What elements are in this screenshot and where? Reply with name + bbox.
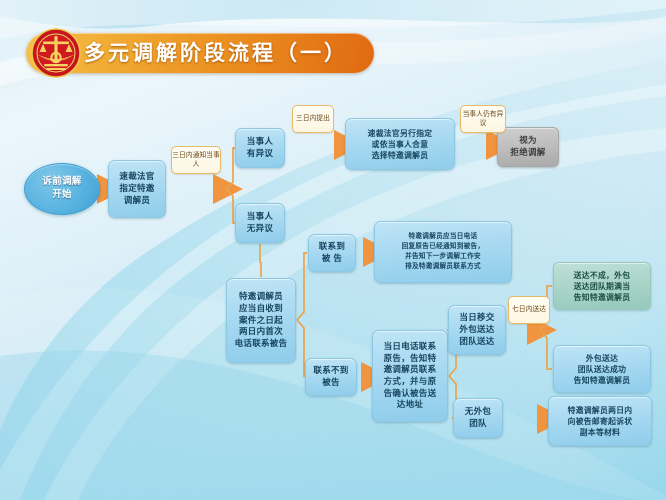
edge-label-text: 三日内提出 xyxy=(296,115,330,123)
flow-node-reply-plaintiff: 特邀调解员应当日电话回复原告已经通知到被告，并告知下一步调解工作安排及特邀调解员… xyxy=(374,221,512,283)
flow-node-label: 特邀调解员两日内向被告邮寄起诉状副本等材料 xyxy=(567,405,633,437)
flow-node-assign: 速裁法官指定特邀调解员 xyxy=(108,160,166,218)
flow-node-label: 联系到被 告 xyxy=(318,241,346,263)
edge-label-still-object: 当事人仍有异议 xyxy=(460,105,506,133)
flow-node-mediator-call: 特邀调解员应当自收到案件之日起两日内首次电话联系被告 xyxy=(226,278,296,363)
flow-node-refuse: 视为拒绝调解 xyxy=(497,127,559,167)
flow-node-serve-fail: 送达不成，外包送达团队期满当告知特邀调解员 xyxy=(553,262,651,310)
flow-node-not-reached: 联系不到被告 xyxy=(305,358,357,396)
flow-node-outsource: 当日移交外包送达团队送达 xyxy=(448,305,506,355)
edge-label-notify-3days: 三日内通知当事人 xyxy=(171,146,221,174)
flow-node-label: 特邀调解员应当日电话回复原告已经通知到被告，并告知下一步调解工作安排及特邀调解员… xyxy=(401,233,485,270)
flow-node-label: 无外包团队 xyxy=(464,406,492,428)
flow-node-mail-copy: 特邀调解员两日内向被告邮寄起诉状副本等材料 xyxy=(548,396,652,446)
flow-node-label: 特邀调解员应当自收到案件之日起两日内首次电话联系被告 xyxy=(234,291,288,349)
flow-node-no-outsource: 无外包团队 xyxy=(453,398,503,438)
flow-node-label: 诉前调解开始 xyxy=(42,176,82,200)
flow-node-label: 当事人有异议 xyxy=(246,136,274,158)
flow-node-label: 视为拒绝调解 xyxy=(510,135,546,157)
edge-label-text: 七日内送达 xyxy=(512,306,546,314)
title-banner: 多元调解阶段流程（一） xyxy=(26,33,374,73)
page-title: 多元调解阶段流程（一） xyxy=(84,40,348,65)
flow-node-label: 联系不到被告 xyxy=(313,365,349,387)
edge-label-serve-7days: 七日内送达 xyxy=(508,296,550,324)
court-emblem-icon xyxy=(31,28,81,78)
flow-node-call-plaintiff: 当日电话联系原告，告知特邀调解员联系方式，并与原告确认被告送达地址 xyxy=(372,330,448,422)
flow-node-reassign: 速裁法官另行指定或依当事人合意选择特邀调解员 xyxy=(345,118,455,170)
flow-node-start: 诉前调解开始 xyxy=(24,163,100,215)
flow-node-label: 速裁法官另行指定或依当事人合意选择特邀调解员 xyxy=(367,128,433,160)
flow-node-label: 当日电话联系原告，告知特邀调解员联系方式，并与原告确认被告送达地址 xyxy=(383,340,437,410)
flow-node-reached: 联系到被 告 xyxy=(308,234,356,272)
edge-label-raise-3days: 三日内提出 xyxy=(292,105,334,133)
flow-node-no-objection: 当事人无异议 xyxy=(235,203,285,243)
edge-label-text: 当事人仍有异议 xyxy=(462,110,504,127)
flow-node-serve-success: 外包送达团队送达成功告知特邀调解员 xyxy=(553,345,651,393)
flow-node-label: 速裁法官指定特邀调解员 xyxy=(119,171,155,205)
flow-node-label: 外包送达团队送达成功告知特邀调解员 xyxy=(573,353,631,385)
edge-label-text: 三日内通知当事人 xyxy=(172,151,220,168)
flow-node-label: 当日移交外包送达团队送达 xyxy=(459,312,495,346)
flow-node-label: 送达不成，外包送达团队期满当告知特邀调解员 xyxy=(573,270,631,302)
flow-node-label: 当事人无异议 xyxy=(246,211,274,233)
flow-node-objection: 当事人有异议 xyxy=(235,128,285,168)
